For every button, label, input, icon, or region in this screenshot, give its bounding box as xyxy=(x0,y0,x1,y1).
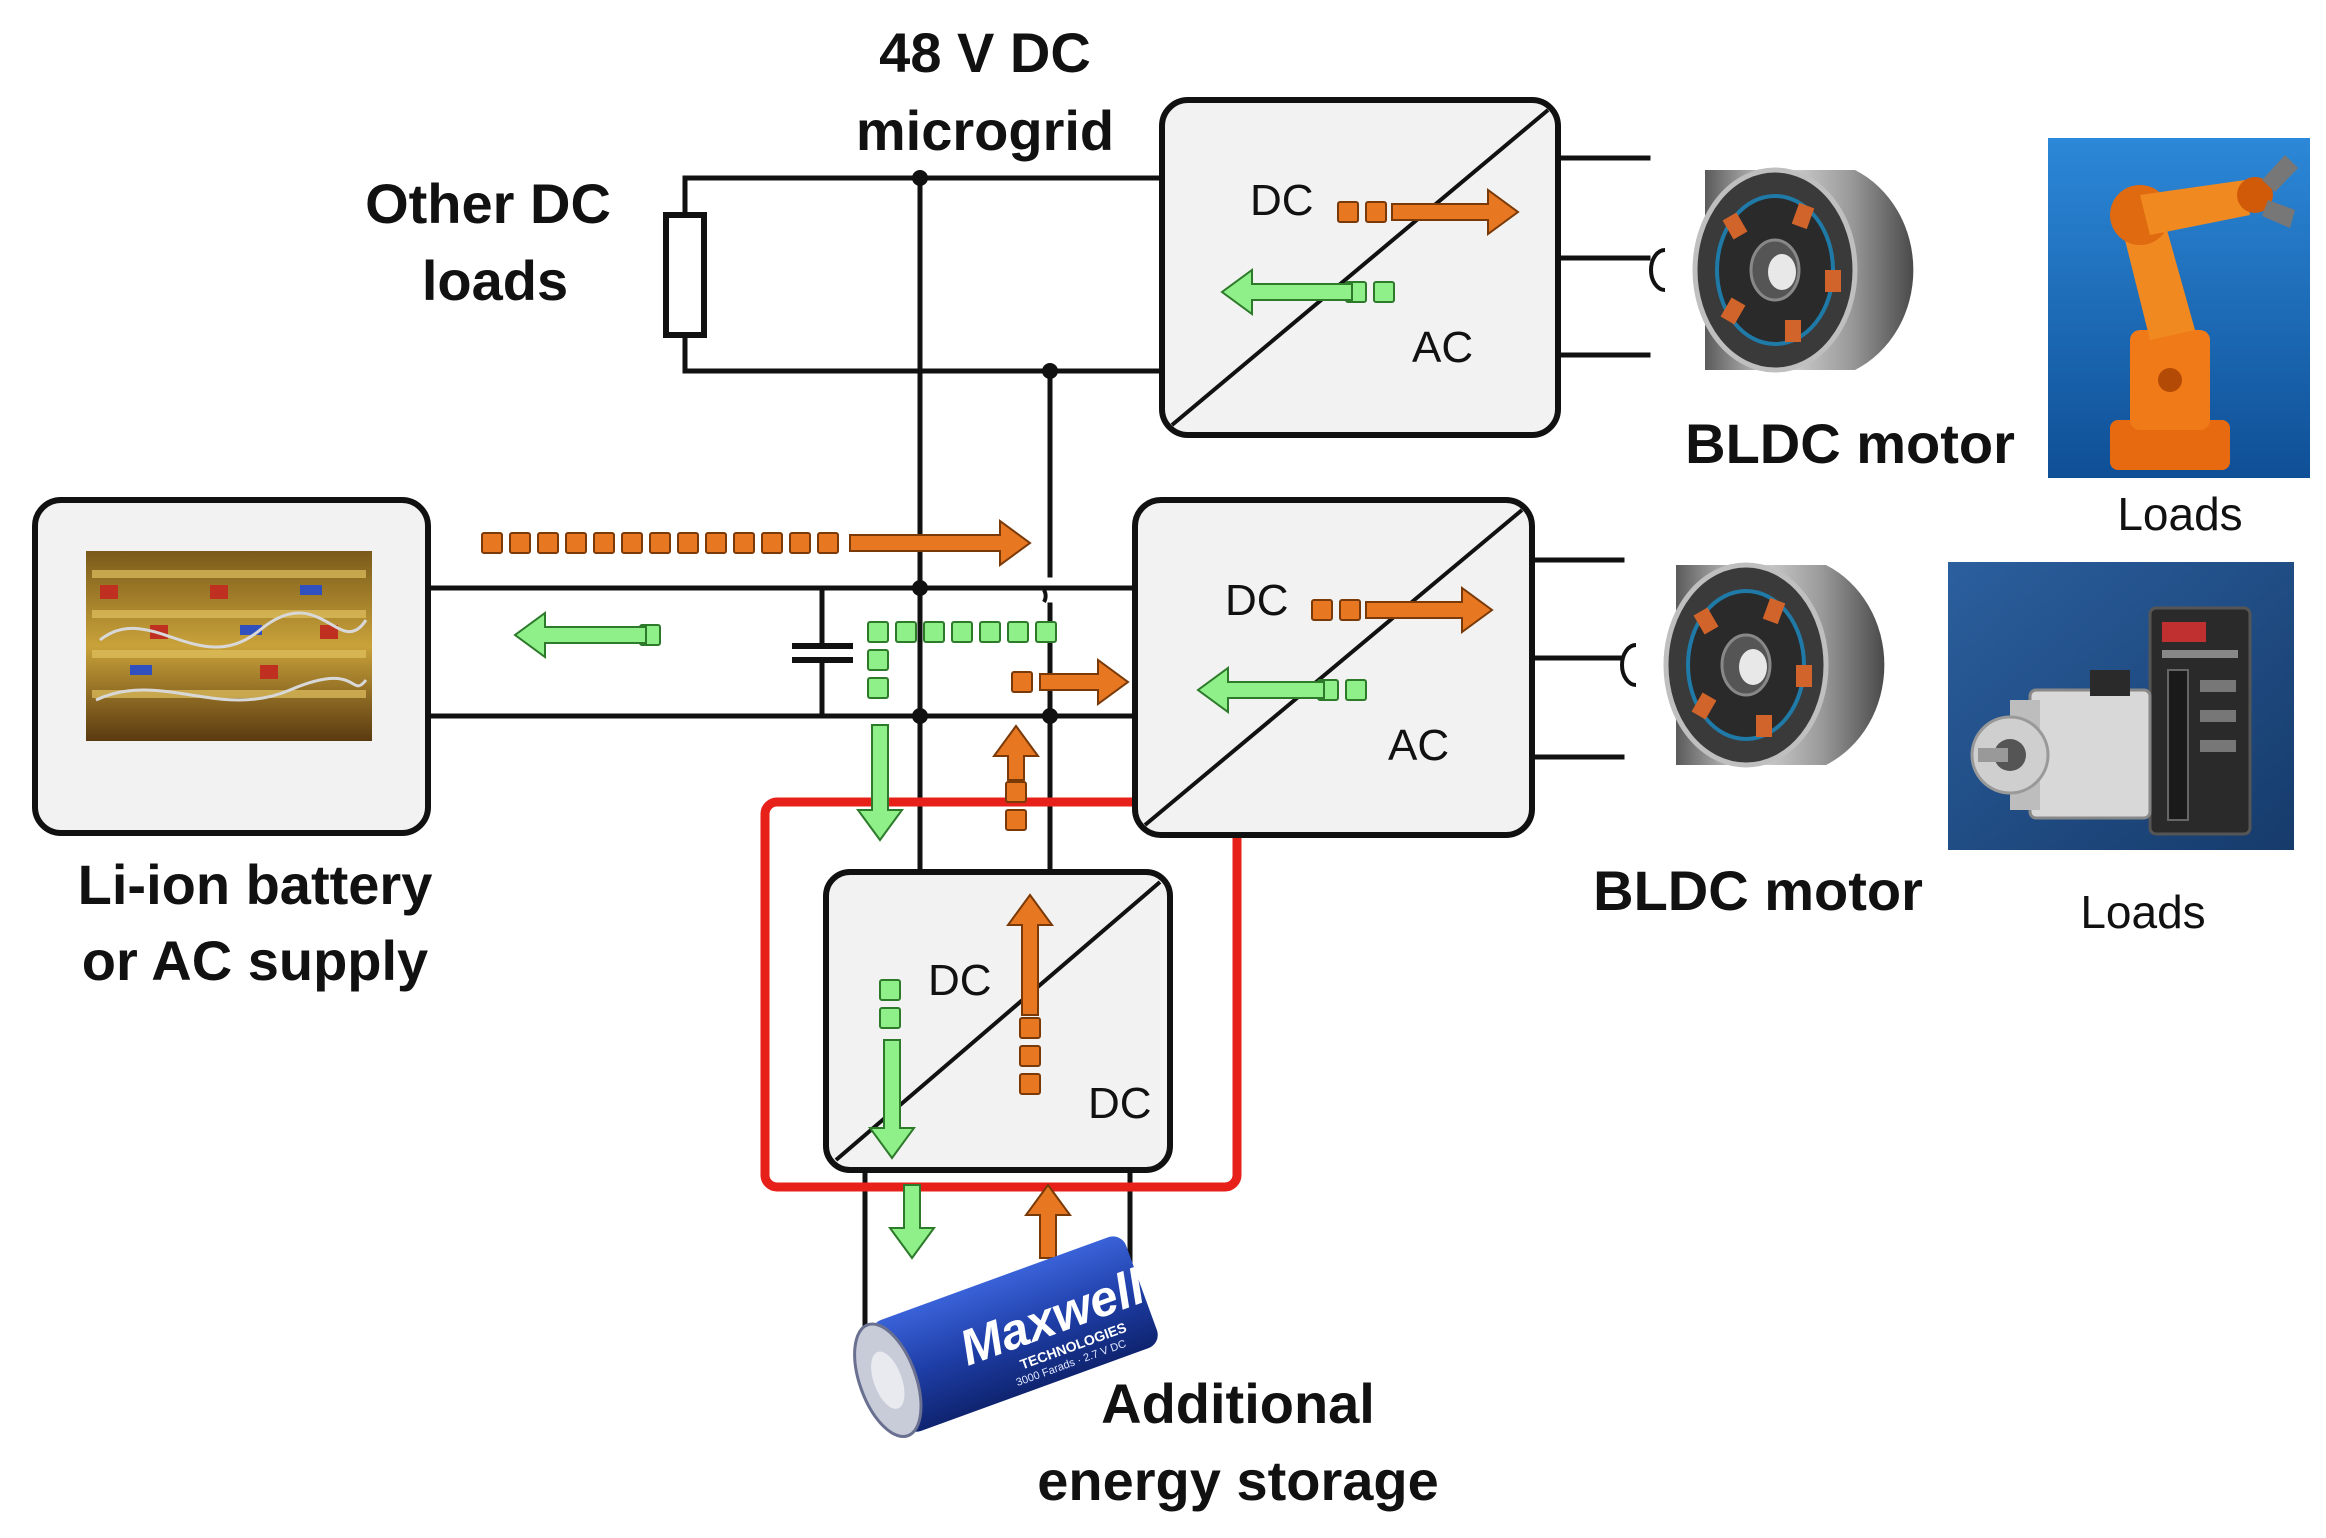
battery-rack-photo xyxy=(86,551,372,741)
flow-square xyxy=(1365,201,1387,223)
other-dc-label-line2: loads xyxy=(422,249,568,312)
flow-square xyxy=(817,532,839,554)
flow-square xyxy=(951,621,973,643)
flow-square xyxy=(1019,1017,1041,1039)
converter-storage: DC DC xyxy=(823,869,1173,1173)
discharge-arrow-icon xyxy=(1024,1183,1072,1259)
battery-label-line1: Li-ion battery xyxy=(78,853,433,916)
flow-square xyxy=(481,532,503,554)
servo-drive-icon xyxy=(1970,606,2252,836)
flow-square xyxy=(789,532,811,554)
storage-label-line1: Additional xyxy=(1101,1372,1375,1435)
bus-wiring xyxy=(425,155,1651,1333)
charge-arrow-icon xyxy=(856,724,904,842)
flow-square xyxy=(867,621,889,643)
flow-square xyxy=(1339,599,1361,621)
discharge-arrow-icon xyxy=(1365,586,1494,634)
flow-square xyxy=(537,532,559,554)
converter-middle-port1: DC xyxy=(1225,576,1289,625)
flow-square xyxy=(509,532,531,554)
charge-arrow-icon xyxy=(888,1184,936,1260)
flow-square xyxy=(979,621,1001,643)
robot-arm-icon xyxy=(2110,155,2298,470)
flow-square xyxy=(1019,1073,1041,1095)
battery-label-line2: or AC supply xyxy=(82,929,428,992)
loads-bottom-label: Loads xyxy=(2080,886,2205,938)
flow-square xyxy=(867,649,889,671)
flow-square xyxy=(621,532,643,554)
flow-square xyxy=(1035,621,1057,643)
discharge-arrow-icon xyxy=(1391,188,1520,236)
flow-square xyxy=(1345,679,1367,701)
supercapacitor-icon: Maxwell TECHNOLOGIES 3000 Farads · 2.7 V… xyxy=(853,1236,1158,1438)
converter-storage-port2: DC xyxy=(1088,1079,1152,1128)
flow-square xyxy=(1337,201,1359,223)
flow-square xyxy=(923,621,945,643)
battery-block xyxy=(32,497,431,836)
microgrid-label-line2: microgrid xyxy=(856,99,1114,162)
flow-square xyxy=(565,532,587,554)
resistor-icon xyxy=(663,212,707,338)
flow-square xyxy=(1311,599,1333,621)
loads-top-label: Loads xyxy=(2117,488,2242,540)
flow-square xyxy=(879,979,901,1001)
converter-middle-port2: AC xyxy=(1388,721,1449,770)
converter-middle: DC AC xyxy=(1132,497,1535,838)
converter-top-port1: DC xyxy=(1250,176,1314,225)
flow-square xyxy=(733,532,755,554)
discharge-arrow-icon xyxy=(992,724,1040,781)
junction-dots xyxy=(912,170,1058,724)
flow-square xyxy=(593,532,615,554)
converter-top: DC AC xyxy=(1159,97,1561,438)
discharge-arrow-icon xyxy=(1006,893,1054,1016)
supercapacitor: Maxwell TECHNOLOGIES 3000 Farads · 2.7 V… xyxy=(853,1236,1158,1438)
charge-arrow-icon xyxy=(1196,666,1325,714)
microgrid-label-line1: 48 V DC xyxy=(879,21,1091,84)
flow-square xyxy=(1005,781,1027,803)
flow-square xyxy=(761,532,783,554)
storage-highlight-box xyxy=(760,797,1242,1192)
bldc-motor-icon xyxy=(1649,167,1914,373)
charge-arrow-icon xyxy=(513,611,647,659)
flow-square xyxy=(879,1007,901,1029)
bldc-motor-icon xyxy=(1620,562,1885,768)
discharge-arrow-icon xyxy=(849,519,1032,567)
flow-square xyxy=(1007,621,1029,643)
flow-square xyxy=(705,532,727,554)
flow-square xyxy=(1373,281,1395,303)
converter-top-port2: AC xyxy=(1412,323,1473,372)
storage-label-line2: energy storage xyxy=(1037,1449,1439,1512)
flow-square xyxy=(867,677,889,699)
charge-arrow-icon xyxy=(868,1039,916,1160)
flow-square xyxy=(895,621,917,643)
bldc-motor-top xyxy=(1649,167,1914,373)
charge-arrow-icon xyxy=(1220,268,1353,316)
flow-square xyxy=(677,532,699,554)
motor-top-label: BLDC motor xyxy=(1685,412,2015,475)
flow-square xyxy=(1011,671,1033,693)
other-dc-label-line1: Other DC xyxy=(365,172,611,235)
flow-square xyxy=(1005,809,1027,831)
flow-square xyxy=(649,532,671,554)
motor-bottom-label: BLDC motor xyxy=(1593,859,1923,922)
discharge-arrow-icon xyxy=(1039,658,1130,706)
power-flow-markers xyxy=(481,188,1520,1260)
robot-load-photo xyxy=(2048,138,2310,478)
flow-square xyxy=(1019,1045,1041,1067)
converter-storage-port1: DC xyxy=(928,956,992,1005)
servo-load-photo xyxy=(1948,562,2294,850)
bldc-motor-bottom xyxy=(1620,562,1885,768)
